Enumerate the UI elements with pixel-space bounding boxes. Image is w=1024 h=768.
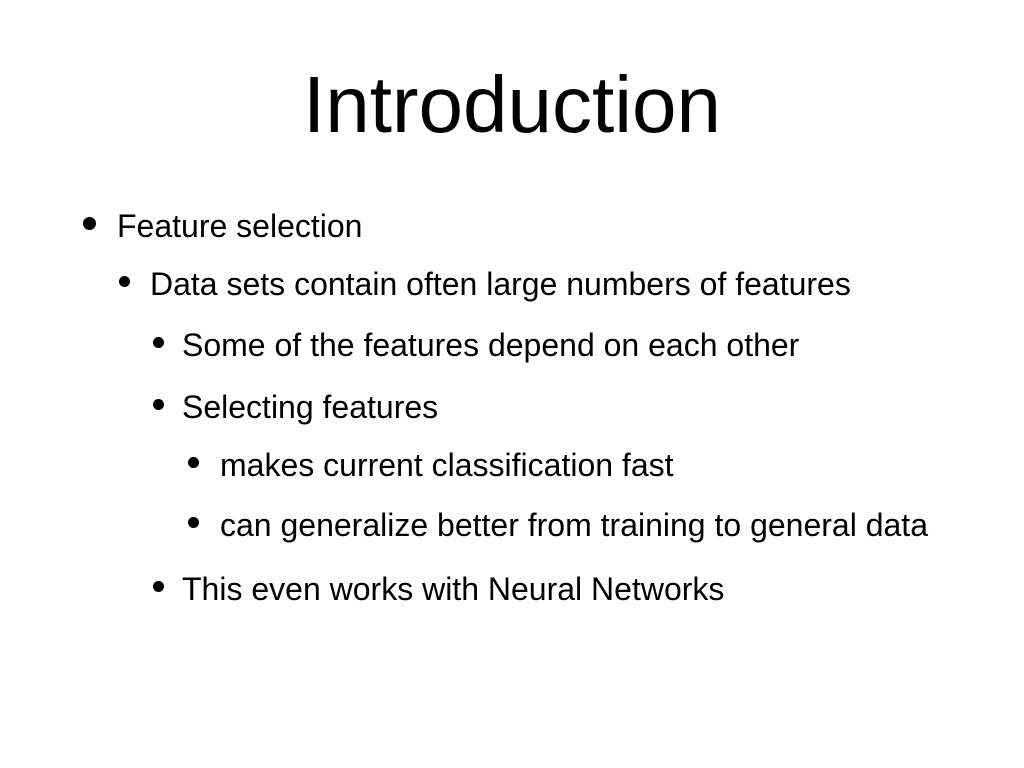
bullet-text: Some of the features depend on each othe… bbox=[182, 327, 800, 363]
bullet-item-level-1: Feature selection bbox=[83, 208, 363, 244]
bullet-text: Feature selection bbox=[117, 208, 363, 244]
bullet-text: makes current classification fast bbox=[220, 447, 674, 483]
bullet-dot-icon bbox=[83, 217, 96, 230]
bullet-dot-icon bbox=[188, 517, 199, 528]
bullet-item-level-3: Selecting features bbox=[153, 389, 439, 425]
bullet-dot-icon bbox=[119, 276, 130, 287]
bullet-item-level-4: can generalize better from training to g… bbox=[188, 507, 928, 543]
bullet-dot-icon bbox=[153, 337, 164, 348]
bullet-item-level-4: makes current classification fast bbox=[188, 447, 674, 483]
bullet-dot-icon bbox=[188, 457, 199, 468]
slide-title: Introduction bbox=[302, 60, 722, 149]
bullet-text: can generalize better from training to g… bbox=[220, 507, 928, 543]
bullet-dot-icon bbox=[153, 581, 164, 592]
bullet-text: Data sets contain often large numbers of… bbox=[150, 266, 851, 302]
bullet-item-level-3: Some of the features depend on each othe… bbox=[153, 327, 800, 363]
bullet-text: Selecting features bbox=[182, 389, 439, 425]
bullet-dot-icon bbox=[153, 399, 164, 410]
bullet-item-level-3: This even works with Neural Networks bbox=[153, 571, 725, 607]
bullet-text: This even works with Neural Networks bbox=[182, 571, 725, 607]
bullet-item-level-2: Data sets contain often large numbers of… bbox=[119, 266, 851, 302]
